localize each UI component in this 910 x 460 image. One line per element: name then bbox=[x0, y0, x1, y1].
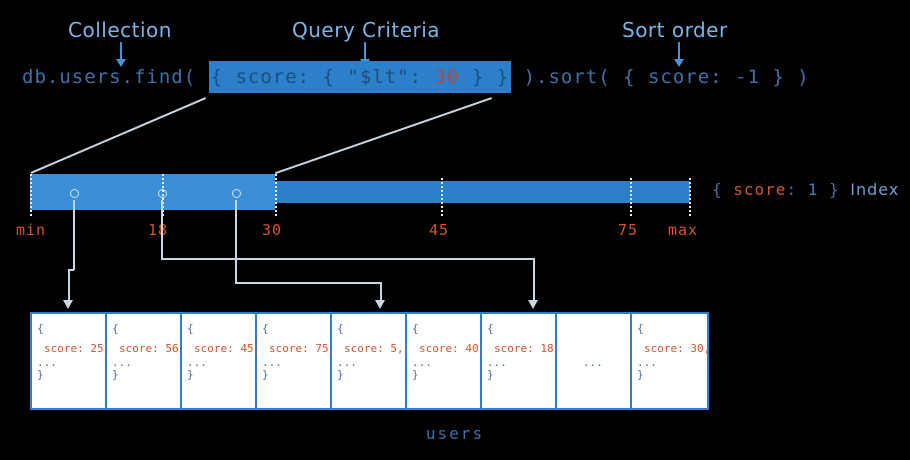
connector-segment bbox=[68, 269, 70, 306]
leader-line-right bbox=[275, 97, 492, 174]
query-criteria-highlight: { score: { "$lt": 30 } } bbox=[208, 61, 512, 93]
index-caption-close: } bbox=[818, 180, 851, 199]
index-tick-18 bbox=[162, 174, 164, 216]
document-card[interactable]: { score: 45, ... } bbox=[182, 314, 261, 408]
doc-ellipsis: ... bbox=[187, 356, 207, 369]
index-tick-label-18: 18 bbox=[148, 221, 169, 239]
doc-ellipsis: ... bbox=[112, 356, 132, 369]
index-tick-75 bbox=[630, 178, 632, 216]
connector-segment bbox=[68, 269, 74, 271]
index-tick-45 bbox=[441, 178, 443, 216]
annotation-label-sort-order: Sort order bbox=[622, 18, 728, 42]
doc-brace-open: { bbox=[412, 322, 419, 335]
code-prefix: db.users.find( bbox=[22, 66, 209, 88]
doc-score: score: 25, bbox=[44, 342, 111, 355]
connector-segment bbox=[161, 200, 163, 259]
index-caption-open: { bbox=[712, 180, 734, 199]
document-card[interactable]: { score: 40, ... } bbox=[407, 314, 486, 408]
doc-score: score: 18, bbox=[494, 342, 561, 355]
annotation-arrow-query-criteria bbox=[360, 42, 370, 67]
doc-brace-close: } bbox=[487, 368, 494, 381]
connector-arrowhead bbox=[528, 300, 538, 309]
document-card[interactable]: { score: 25, ... } bbox=[32, 314, 111, 408]
collection-caption: users bbox=[425, 424, 485, 443]
doc-score: score: 30, bbox=[644, 342, 711, 355]
code-highlight-close: } } bbox=[459, 66, 510, 88]
leader-line-left bbox=[30, 97, 206, 174]
doc-score: score: 40, bbox=[419, 342, 486, 355]
connector-segment bbox=[533, 258, 535, 306]
annotation-label-query-criteria: Query Criteria bbox=[292, 18, 441, 42]
doc-brace-open: { bbox=[37, 322, 44, 335]
index-caption-label: Index bbox=[850, 180, 900, 199]
connector-segment bbox=[380, 282, 382, 306]
doc-ellipsis: ... bbox=[262, 356, 282, 369]
doc-brace-open: { bbox=[337, 322, 344, 335]
connector-segment bbox=[73, 200, 75, 270]
index-caption-value: 1 bbox=[807, 180, 819, 199]
code-highlight-value: 30 bbox=[434, 66, 460, 88]
document-card[interactable]: { score: 5, ... } bbox=[332, 314, 407, 408]
index-tick-min bbox=[30, 174, 32, 216]
connector-segment bbox=[161, 258, 534, 260]
doc-brace-open: { bbox=[487, 322, 494, 335]
document-card[interactable]: { score: 75, ... } bbox=[257, 314, 336, 408]
index-tick-label-75: 75 bbox=[618, 221, 639, 239]
document-card[interactable]: { score: 30, ... } bbox=[632, 314, 711, 408]
query-code-line: db.users.find( { score: { "$lt": 30 } } … bbox=[22, 61, 810, 93]
doc-ellipsis: ... bbox=[412, 356, 432, 369]
index-tick-label-45: 45 bbox=[429, 221, 450, 239]
index-tick-max bbox=[689, 178, 691, 216]
index-tick-label-max: max bbox=[668, 221, 699, 239]
annotation-label-collection: Collection bbox=[68, 18, 172, 42]
document-card[interactable]: { score: 18, ... } bbox=[482, 314, 561, 408]
doc-brace-close: } bbox=[37, 368, 44, 381]
doc-brace-close: } bbox=[187, 368, 194, 381]
doc-ellipsis: ... bbox=[337, 356, 357, 369]
index-caption-colon: : bbox=[786, 180, 808, 199]
connector-segment bbox=[235, 282, 381, 284]
index-tick-label-min: min bbox=[16, 221, 47, 239]
document-card[interactable]: { score: 56, ... } bbox=[107, 314, 186, 408]
doc-score: score: 5, bbox=[344, 342, 404, 355]
doc-brace-open: { bbox=[187, 322, 194, 335]
connector-arrowhead bbox=[63, 300, 73, 309]
doc-brace-close: } bbox=[112, 368, 119, 381]
index-tick-label-30: 30 bbox=[262, 221, 283, 239]
doc-score: score: 56, bbox=[119, 342, 186, 355]
doc-brace-open: { bbox=[637, 322, 644, 335]
connector-arrowhead bbox=[375, 300, 385, 309]
doc-brace-close: } bbox=[412, 368, 419, 381]
annotation-arrow-collection bbox=[116, 42, 126, 67]
document-list: { score: 25, ... } { score: 56, ... } { … bbox=[30, 312, 711, 410]
doc-ellipsis: ... bbox=[583, 356, 603, 369]
index-knob[interactable] bbox=[232, 189, 241, 198]
doc-score: score: 75, bbox=[269, 342, 336, 355]
doc-brace-open: { bbox=[112, 322, 119, 335]
doc-brace-close: } bbox=[637, 368, 644, 381]
doc-ellipsis: ... bbox=[37, 356, 57, 369]
doc-brace-close: } bbox=[337, 368, 344, 381]
index-caption-key: score bbox=[733, 180, 787, 199]
code-highlight-open: { score: { "$lt": bbox=[210, 66, 435, 88]
doc-brace-open: { bbox=[262, 322, 269, 335]
index-knob[interactable] bbox=[70, 189, 79, 198]
code-suffix: ).sort( { score: -1 } ) bbox=[511, 66, 810, 88]
connector-segment bbox=[235, 200, 237, 283]
annotation-arrow-sort-order bbox=[674, 42, 684, 67]
document-card-placeholder: ... bbox=[557, 314, 632, 408]
index-tick-30 bbox=[275, 174, 277, 216]
doc-brace-close: } bbox=[262, 368, 269, 381]
doc-score: score: 45, bbox=[194, 342, 261, 355]
doc-ellipsis: ... bbox=[637, 356, 657, 369]
doc-ellipsis: ... bbox=[487, 356, 507, 369]
index-caption: { score: 1 } Index bbox=[712, 180, 899, 199]
